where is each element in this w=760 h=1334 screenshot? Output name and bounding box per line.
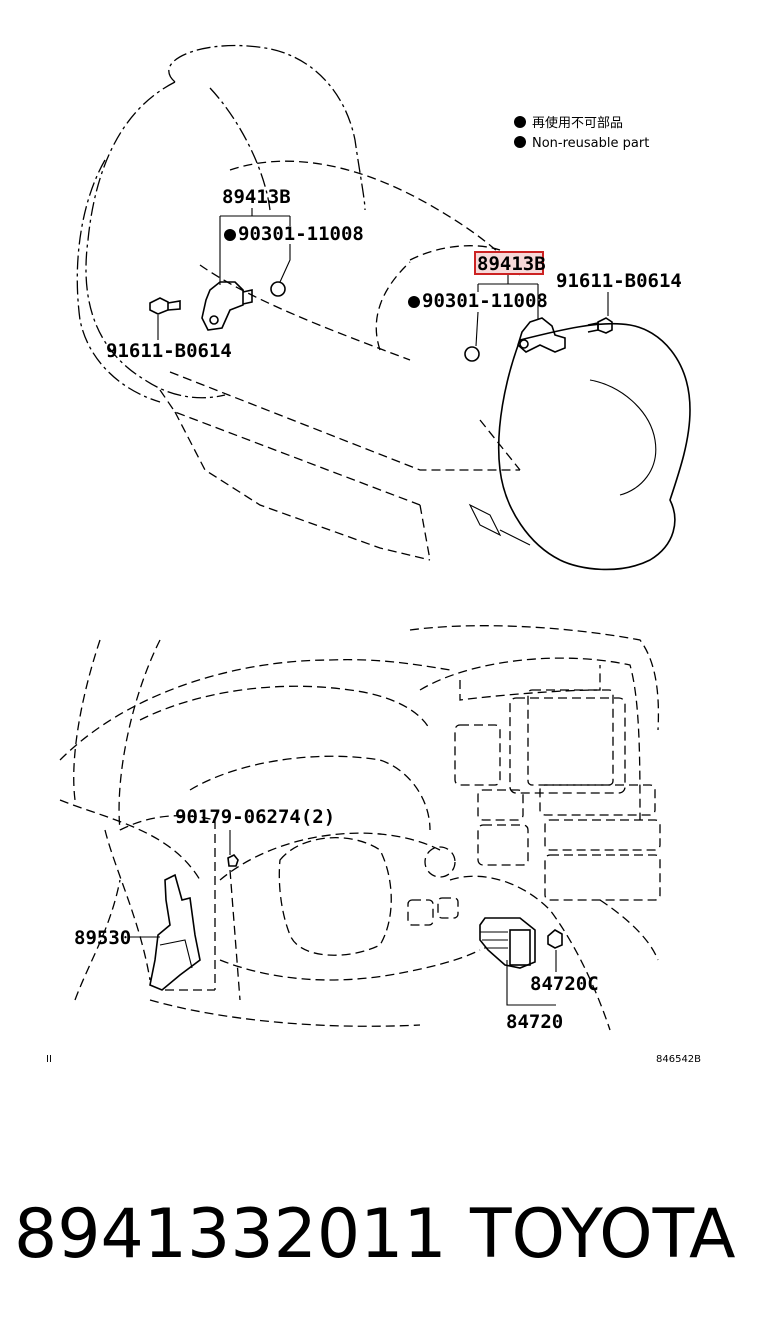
- legend: 再使用不可部品 Non-reusable part: [514, 115, 649, 151]
- dashboard-drawing: [59, 625, 661, 1031]
- speed-sensor-left[interactable]: [201, 281, 253, 331]
- switch-84720[interactable]: [479, 917, 536, 969]
- bolt-left[interactable]: [149, 297, 181, 315]
- non-reusable-bullet-icon: [224, 229, 236, 241]
- transmission-drawing: [76, 44, 691, 571]
- legend-bullet-icon: [514, 116, 526, 128]
- ecu-unit-89530[interactable]: [149, 873, 201, 991]
- label-84720c[interactable]: 84720C: [530, 973, 599, 995]
- legend-bullet-icon: [514, 136, 526, 148]
- highlight-box: [474, 251, 544, 275]
- label-89413b-right-highlighted[interactable]: 89413B: [477, 253, 546, 275]
- o-ring-right[interactable]: [464, 346, 480, 362]
- leaders-bottom: [130, 830, 557, 1006]
- legend-line-en: Non-reusable part: [532, 136, 649, 151]
- label-91611-left[interactable]: 91611-B0614: [106, 340, 232, 362]
- non-reusable-bullet-icon: [408, 296, 420, 308]
- o-ring-left[interactable]: [270, 281, 286, 297]
- bolt-right[interactable]: [587, 317, 613, 334]
- label-91611-right[interactable]: 91611-B0614: [556, 270, 682, 292]
- speed-sensor-right[interactable]: [517, 317, 566, 353]
- label-90301-right[interactable]: 90301-11008: [422, 290, 548, 312]
- corner-code-left: II: [46, 1054, 52, 1065]
- bulb-84720c[interactable]: [547, 929, 563, 949]
- diagram-code: 846542B: [656, 1054, 701, 1065]
- parts-diagram: 再使用不可部品 Non-reusable part 89413B 90301-1…: [46, 44, 701, 1065]
- screw-90179[interactable]: [227, 853, 239, 867]
- leaders-left: [157, 208, 291, 340]
- brand-caption: TOYOTA: [470, 1195, 736, 1274]
- label-90179[interactable]: 90179-06274(2): [175, 806, 335, 828]
- part-number-caption: 8941332011: [14, 1195, 447, 1274]
- label-89413b-left[interactable]: 89413B: [222, 186, 291, 208]
- label-89530[interactable]: 89530: [74, 927, 131, 949]
- legend-line-jp: 再使用不可部品: [532, 115, 623, 131]
- label-90301-left[interactable]: 90301-11008: [238, 223, 364, 245]
- label-84720[interactable]: 84720: [506, 1011, 563, 1033]
